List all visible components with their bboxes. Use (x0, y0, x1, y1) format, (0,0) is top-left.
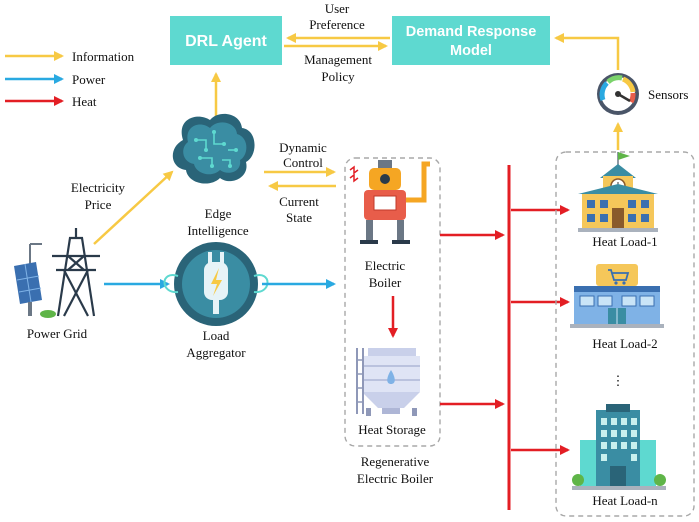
electricity-price-label-1: Electricity (71, 180, 126, 195)
current-state-label-1: Current (279, 194, 319, 209)
legend-information-label: Information (72, 49, 135, 64)
user-preference-label-2: Preference (309, 17, 365, 32)
electric-boiler-label-2: Boiler (369, 275, 402, 290)
legend: Information Power Heat (5, 49, 135, 109)
solar-panel-icon (14, 243, 56, 318)
plug-icon (163, 242, 269, 326)
sensors-label: Sensors (648, 87, 688, 102)
demand-response-title-line2: Model (450, 43, 492, 59)
price-arrow (93, 170, 174, 245)
boiler-robot-icon (349, 160, 430, 244)
heat-load-1-label: Heat Load-1 (592, 234, 657, 249)
power-tower-icon (52, 228, 100, 317)
ellipsis-label: ⋮ (612, 373, 625, 388)
heat-load-n-label: Heat Load-n (592, 493, 658, 508)
management-policy-label-2: Policy (321, 69, 355, 84)
dynamic-control-label-2: Control (283, 155, 323, 170)
legend-heat-label: Heat (72, 94, 97, 109)
legend-power-label: Power (72, 72, 106, 87)
power-grid-label: Power Grid (27, 326, 88, 341)
storage-tank-icon (356, 348, 420, 416)
user-preference-label-1: User (325, 1, 350, 16)
load-aggregator-label-2: Aggregator (186, 345, 246, 360)
load-aggregator-label-1: Load (203, 328, 230, 343)
demand-response-title-line1: Demand Response (406, 24, 537, 40)
brain-chip-icon (172, 113, 255, 184)
drl-agent-title: DRL Agent (185, 33, 267, 50)
edge-intelligence-label-1: Edge (205, 206, 232, 221)
regenerative-label-2: Electric Boiler (357, 471, 434, 486)
drl-agent-box: DRL Agent (170, 16, 282, 65)
electricity-price-label-2: Price (85, 197, 112, 212)
management-policy-label-1: Management (304, 52, 372, 67)
sensors-to-model-arrow (554, 33, 620, 70)
dynamic-control-label-1: Dynamic (279, 140, 327, 155)
current-state-label-2: State (286, 210, 312, 225)
office-building-icon (572, 404, 666, 490)
electric-boiler-label-1: Electric (365, 258, 406, 273)
gauge-icon (597, 73, 639, 115)
school-building-icon (578, 152, 658, 232)
shop-building-icon (570, 264, 664, 328)
edge-intelligence-label-2: Intelligence (187, 223, 249, 238)
heat-loads-container (555, 151, 695, 517)
heat-load-2-label: Heat Load-2 (592, 336, 657, 351)
heat-storage-label: Heat Storage (358, 422, 426, 437)
demand-response-box: Demand Response Model (392, 16, 550, 65)
regenerative-label-1: Regenerative (361, 454, 430, 469)
regenerative-boiler-container (344, 157, 441, 447)
